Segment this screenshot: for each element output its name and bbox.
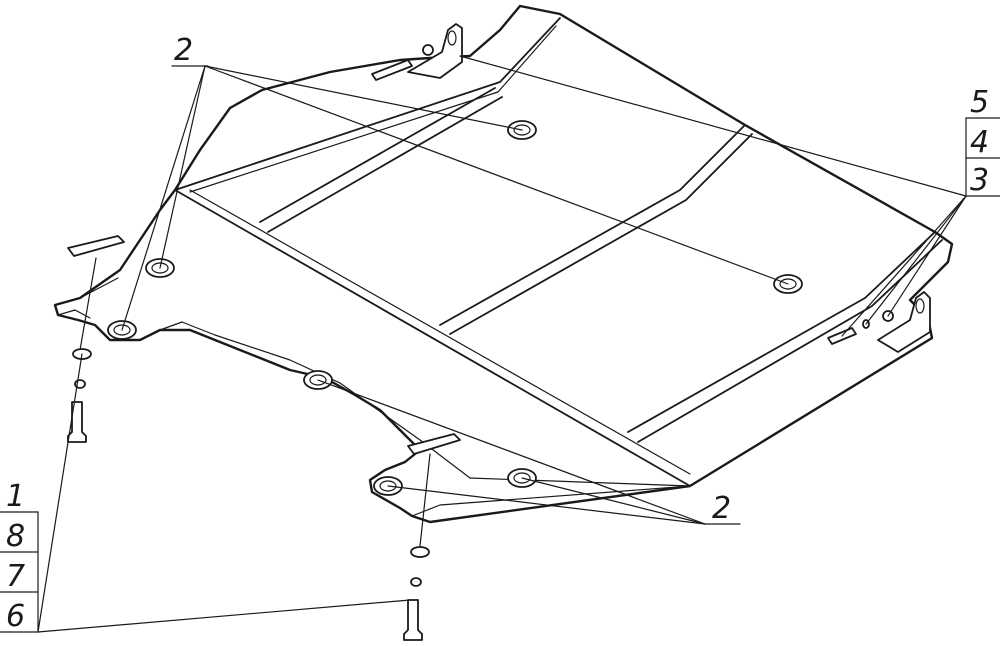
callout-stack-left: 1 8 7 6 [0, 479, 39, 634]
callout-2-bottom: 2 [712, 491, 731, 526]
callout-3: 3 [970, 163, 989, 198]
callout-6: 6 [6, 599, 25, 634]
washer-icon [410, 546, 430, 558]
spring-washer-icon [410, 577, 422, 587]
rear-bracket-left [371, 23, 463, 81]
svg-text:2: 2 [174, 33, 193, 68]
clip-plate-left [67, 235, 125, 257]
clip-plate-center [407, 433, 461, 455]
svg-text:2: 2 [712, 491, 731, 526]
callout-8: 8 [6, 519, 25, 554]
callout-2-top: 2 [174, 33, 193, 68]
leader-lines [37, 55, 967, 633]
fastener-set-center [403, 453, 431, 641]
spring-washer-icon [74, 379, 86, 389]
callout-stack-right: 5 4 3 [965, 85, 1000, 198]
callout-5: 5 [970, 85, 989, 120]
callout-1: 1 [6, 479, 25, 514]
callout-4: 4 [970, 125, 989, 160]
bolt-icon [403, 599, 423, 641]
skid-plate [53, 4, 954, 524]
callout-7: 7 [6, 559, 25, 594]
